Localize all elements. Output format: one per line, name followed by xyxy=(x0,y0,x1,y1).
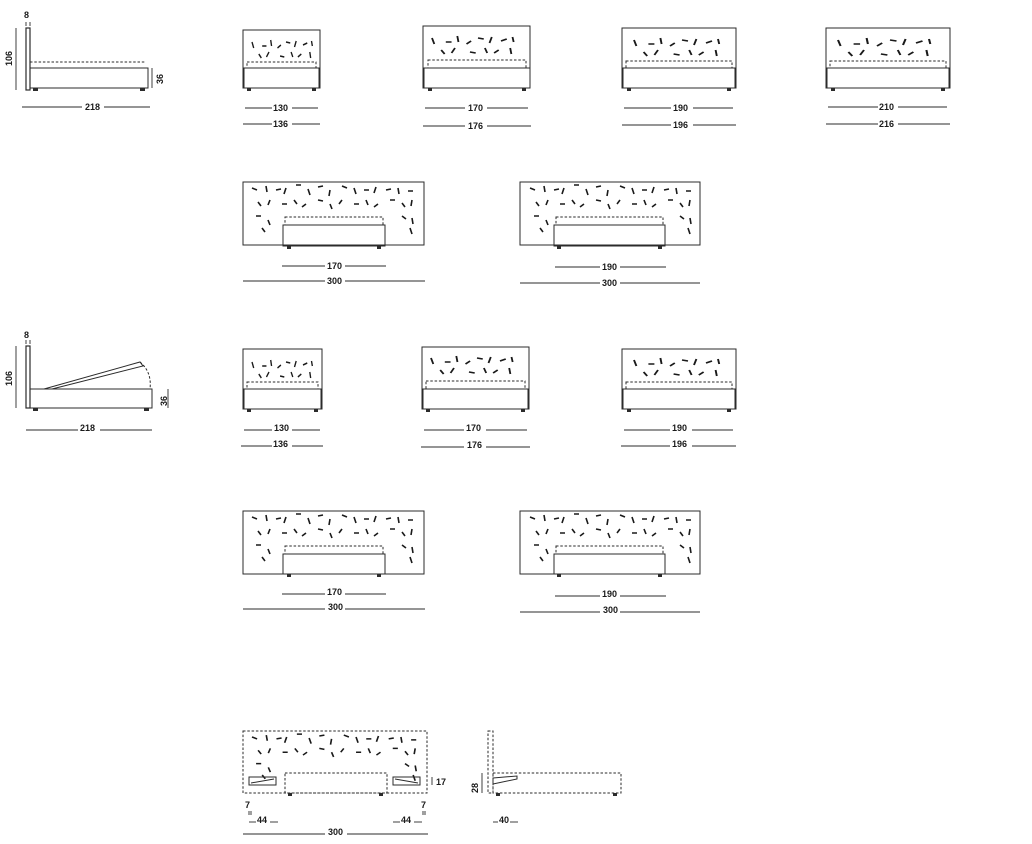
dim-length: 218 xyxy=(80,423,95,433)
wide-view-storage-170: 170 300 xyxy=(242,510,425,612)
dim-length: 218 xyxy=(85,102,100,112)
dim-inner: 170 xyxy=(466,423,481,433)
dim-headboard-thickness: 8 xyxy=(24,330,29,340)
dim-nightstand-height: 17 xyxy=(436,777,446,787)
dim-outer: 300 xyxy=(328,602,343,612)
dim-outer: 300 xyxy=(603,605,618,615)
side-view-fixed: 8 106 36 218 xyxy=(4,10,165,112)
dim-inner: 190 xyxy=(673,103,688,113)
dim-inner: 170 xyxy=(468,103,483,113)
dim-inner: 190 xyxy=(602,589,617,599)
dim-base-height: 36 xyxy=(155,74,165,84)
dim-right-width: 44 xyxy=(401,815,411,825)
dim-base-height: 36 xyxy=(159,396,169,406)
dim-nightstand-side-height: 28 xyxy=(470,783,480,793)
dim-outer: 136 xyxy=(273,119,288,129)
wide-view-fixed-170: 170 300 xyxy=(242,181,425,286)
dim-outer: 176 xyxy=(468,121,483,131)
dim-outer: 196 xyxy=(673,120,688,130)
front-view-storage-190: 190 196 xyxy=(621,348,737,449)
dim-outer: 196 xyxy=(672,439,687,449)
dim-height: 106 xyxy=(4,51,14,66)
dim-left-width: 44 xyxy=(257,815,267,825)
front-view-storage-130: 130 136 xyxy=(241,348,323,449)
front-view-fixed-190: 190 196 xyxy=(621,27,737,130)
dim-outer: 216 xyxy=(879,119,894,129)
nightstand-front-view: 17 7 7 44 44 300 xyxy=(242,730,446,837)
dim-inner: 130 xyxy=(273,103,288,113)
dim-headboard-thickness: 8 xyxy=(24,10,29,20)
front-view-fixed-210: 210 216 xyxy=(825,27,951,129)
front-view-fixed-170: 170 176 xyxy=(422,25,531,131)
side-view-storage: 8 106 36 218 xyxy=(4,330,169,433)
dim-right-thickness: 7 xyxy=(421,800,426,810)
front-view-storage-170: 170 176 xyxy=(421,346,530,450)
wide-view-storage-190: 190 300 xyxy=(519,510,701,615)
dim-nightstand-depth: 40 xyxy=(499,815,509,825)
dim-inner: 170 xyxy=(327,261,342,271)
dim-outer: 176 xyxy=(467,440,482,450)
dim-nightstand-total: 300 xyxy=(328,827,343,837)
dim-left-thickness: 7 xyxy=(245,800,250,810)
dim-inner: 190 xyxy=(672,423,687,433)
nightstand-side-view: 28 40 xyxy=(470,730,622,825)
dim-inner: 170 xyxy=(327,587,342,597)
front-view-fixed-130: 130 136 xyxy=(242,29,321,129)
dim-inner: 190 xyxy=(602,262,617,272)
wide-view-fixed-190: 190 300 xyxy=(519,181,701,288)
dim-outer: 300 xyxy=(602,278,617,288)
dim-inner: 210 xyxy=(879,102,894,112)
dim-outer: 136 xyxy=(273,439,288,449)
dim-outer: 300 xyxy=(327,276,342,286)
dim-height: 106 xyxy=(4,371,14,386)
dim-inner: 130 xyxy=(274,423,289,433)
